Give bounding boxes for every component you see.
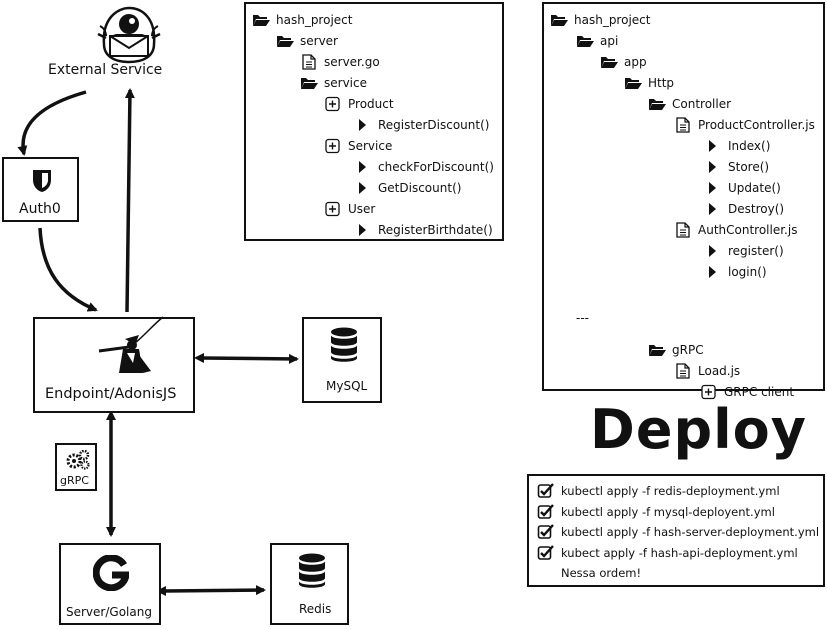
redis-label: Redis [299,602,332,616]
tree-row-label: Load.js [698,364,741,378]
check-square-icon [537,544,554,561]
auth0-node: Auth0 [2,157,79,222]
samurai-icon [98,316,164,373]
shield-icon [33,170,51,192]
tree-row-label: --- [576,311,589,325]
plus-square-icon [700,384,718,400]
file-icon [674,363,692,379]
tree-row-label: service [324,76,367,90]
check-square-icon [537,503,554,520]
mysql-node: MySQL [302,317,382,403]
folder-open-icon [276,33,294,49]
tree-row-label: hash_project [574,13,651,27]
tree-row-label: GetDiscount() [378,181,462,195]
folder-open-icon [624,75,642,91]
mysql-label: MySQL [326,379,368,393]
caret-right-icon [704,201,722,217]
arrow-external-to-auth0 [17,90,87,156]
tree-row-label: GRPC client [724,385,795,399]
caret-right-icon [354,180,372,196]
server-golang-node: Server/Golang [59,543,161,625]
deploy-step-label: Nessa ordem! [561,566,642,580]
deploy-step-label: kubect apply -f hash-api-deployment.yml [561,545,798,560]
tree-row-label: Destroy() [728,202,785,216]
google-g-icon [93,555,129,591]
plus-square-icon [324,138,342,154]
check-square-icon [537,524,554,540]
tree-row-label: server [300,34,338,48]
caret-right-icon [704,159,722,175]
tree-row-label: register() [728,244,784,258]
deploy-step-label: kubectl apply -f hash-server-deployment.… [561,525,820,539]
auth0-label: Auth0 [19,201,61,217]
database-icon [331,327,357,362]
tree-row-label: api [600,34,619,48]
external-service-label: External Service [48,62,163,78]
tree-row-label: RegisterDiscount() [378,118,490,132]
tree-row-label: login() [728,265,767,279]
grpc-badge: gRPC [55,443,97,491]
tree-row-label: Http [648,76,675,90]
file-icon [300,54,318,70]
tree-row-label: AuthController.js [698,223,798,237]
file-icon [674,117,692,133]
tree-row-label: gRPC [672,343,704,357]
tree-row-label: ProductController.js [698,118,815,132]
database-icon [299,553,325,588]
server-golang-label: Server/Golang [66,605,152,619]
redis-node: Redis [270,543,349,625]
gears-icon [66,450,90,470]
caret-right-icon [354,117,372,133]
tree-row-label: hash_project [276,13,353,27]
plus-square-icon [324,96,342,112]
endpoint-label: Endpoint/AdonisJS [45,386,177,402]
file-icon [674,222,692,238]
tree-row-label: Product [348,97,394,111]
tree-row-label: User [348,202,376,216]
deploy-step-label: kubectl apply -f redis-deployment.yml [561,484,780,498]
monster-mascot-icon [97,6,161,64]
caret-right-icon [354,159,372,175]
caret-right-icon [354,222,372,238]
tree-row-label: Store() [728,160,770,174]
tree-row-label: server.go [324,55,380,69]
deploy-title: Deploy [590,398,807,461]
tree-row-label: RegisterBirthdate() [378,223,493,237]
deploy-step-label: kubectl apply -f mysql-deployent.yml [561,504,775,519]
folder-open-icon [648,96,666,112]
caret-right-icon [704,243,722,259]
plus-square-icon [324,201,342,217]
caret-right-icon [704,264,722,280]
tree-row-label: app [624,55,647,69]
check-square-icon [537,483,554,499]
folder-open-icon [300,75,318,91]
tree-row-label: Index() [728,139,771,153]
arrow-endpoint-mysql [194,353,299,364]
caret-right-icon [704,138,722,154]
caret-right-icon [704,180,722,196]
tree-row-label: Service [348,139,393,153]
arrow-auth0-to-endpoint [38,227,98,312]
folder-open-icon [576,33,594,49]
arrow-golang-redis [156,585,266,596]
grpc-badge-label: gRPC [60,474,89,487]
folder-open-icon [600,54,618,70]
tree-row-label: checkForDiscount() [378,160,494,174]
deploy-checklist: kubectl apply -f redis-deployment.yml kub… [527,474,825,587]
tree-row-label: Update() [728,181,781,195]
folder-open-icon [550,12,568,28]
folder-open-icon [252,12,270,28]
arrow-endpoint-to-external [124,88,135,313]
tree-row-label: Controller [672,97,732,111]
endpoint-adonisjs-node: Endpoint/AdonisJS [33,316,195,413]
folder-open-icon [648,342,666,358]
